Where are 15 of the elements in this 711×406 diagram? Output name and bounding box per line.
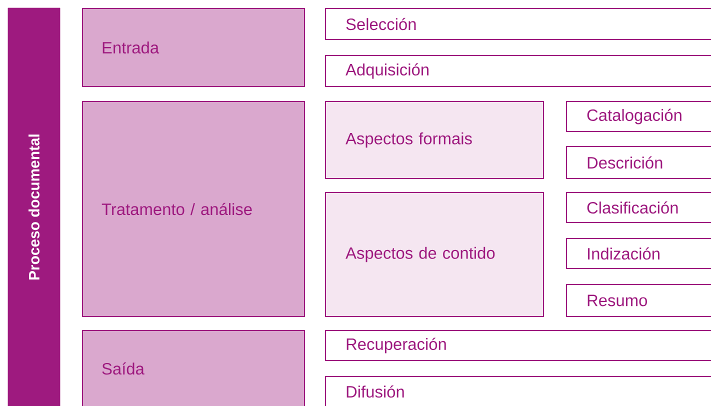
task-box: Indización <box>566 238 711 269</box>
task-box: Descrición <box>566 146 711 179</box>
task-box: Catalogación <box>566 101 711 132</box>
vertical-bar: Proceso documental <box>8 8 60 406</box>
task-box: Recuperación <box>325 330 711 361</box>
stage-box: Saída <box>82 330 305 406</box>
aspect-box: Aspectos formais <box>325 101 544 179</box>
stage-box: Entrada <box>82 8 305 87</box>
task-box: Resumo <box>566 284 711 317</box>
task-box: Adquisición <box>325 55 711 87</box>
task-box: Difusión <box>325 376 711 406</box>
aspect-box: Aspectos de contido <box>325 192 544 317</box>
task-box: Clasificación <box>566 192 711 223</box>
stage-box: Tratamento / análise <box>82 101 305 317</box>
task-box: Selección <box>325 8 711 40</box>
